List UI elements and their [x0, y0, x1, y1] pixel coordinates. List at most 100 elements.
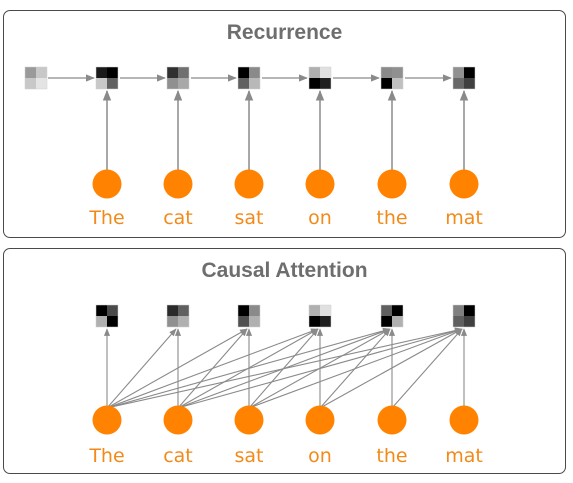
- recurrence-token-label-1: The: [88, 207, 124, 229]
- recurrence-token-label-2: cat: [163, 207, 193, 229]
- recurrence-state-1-outline: [95, 66, 119, 90]
- recurrence-state-4-outline: [308, 66, 332, 90]
- recurrence-state-3-cell-2: [249, 67, 260, 78]
- attention-token-node-3: [234, 405, 264, 435]
- attention-state-5-cell-3: [381, 316, 392, 327]
- attention-state-3-cell-3: [238, 316, 249, 327]
- recurrence-state-6-cell-1: [453, 67, 464, 78]
- recurrence-state-4: [308, 66, 332, 90]
- recurrence-state-1-cell-2: [107, 67, 118, 78]
- recurrence-token-node-5: [377, 169, 407, 199]
- recurrence-token-label-4: on: [308, 207, 332, 229]
- recurrence-state-5-outline: [380, 66, 404, 90]
- recurrence-title: Recurrence: [226, 21, 343, 44]
- attention-state-3-outline: [237, 304, 261, 328]
- attention-state-4-cell-4: [320, 316, 331, 327]
- recurrence-state-3-outline: [237, 66, 261, 90]
- attention-state-1-cell-4: [107, 316, 118, 327]
- attention-token-label-2: cat: [163, 445, 193, 467]
- attention-arrow-1-to-4: [106, 328, 319, 409]
- recurrence-state-2-cell-1: [167, 67, 178, 78]
- recurrence-state-2-outline: [166, 66, 190, 90]
- attention-state-2-cell-4: [178, 316, 189, 327]
- recurrence-token-label-3: sat: [235, 207, 264, 229]
- attention-token-label-1: The: [88, 445, 124, 467]
- recurrence-state-1-cell-3: [96, 78, 107, 89]
- recurrence-token-node-2: [163, 169, 193, 199]
- recurrence-state-2: [166, 66, 190, 90]
- recurrence-token-label-6: mat: [445, 207, 483, 229]
- recurrence-state-6-cell-3: [453, 78, 464, 89]
- recurrence-state-2-cell-4: [178, 78, 189, 89]
- attention-state-6-outline: [452, 304, 476, 328]
- recurrence-state-1: [95, 66, 119, 90]
- recurrence-token-node-1: [92, 169, 122, 199]
- recurrence-state-3: [237, 66, 261, 90]
- attention-token-node-6: [449, 405, 479, 435]
- attention-state-6-cell-2: [464, 305, 475, 316]
- attention-state-4-cell-1: [309, 305, 320, 316]
- attention-arrow-1-to-2: [106, 328, 177, 409]
- attention-state-2: [166, 304, 190, 328]
- recurrence-state-2-cell-3: [167, 78, 178, 89]
- attention-state-2-outline: [166, 304, 190, 328]
- attention-state-1: [95, 304, 119, 328]
- recurrence-initial-state-outline: [24, 66, 48, 90]
- recurrence-state-5: [380, 66, 404, 90]
- attention-state-3-cell-4: [249, 316, 260, 327]
- attention-state-1-outline: [95, 304, 119, 328]
- attention-state-2-cell-1: [167, 305, 178, 316]
- attention-arrow-4-to-6: [319, 328, 463, 409]
- recurrence-panel: Recurrence The cat sat on the mat: [3, 10, 566, 238]
- recurrence-token-node-3: [234, 169, 264, 199]
- attention-state-6-cell-3: [453, 316, 464, 327]
- attention-arrow-5-to-6: [391, 328, 463, 409]
- recurrence-state-5-cell-1: [381, 67, 392, 78]
- recurrence-token-label-5: the: [376, 207, 407, 229]
- recurrence-token-node-4: [305, 169, 335, 199]
- attention-state-2-cell-2: [178, 305, 189, 316]
- attention-token-node-2: [163, 405, 193, 435]
- recurrence-state-5-cell-2: [392, 67, 403, 78]
- attention-state-1-cell-1: [96, 305, 107, 316]
- recurrence-initial-state-cell-1: [25, 67, 36, 78]
- attention-state-6-cell-4: [464, 316, 475, 327]
- recurrence-initial-state: [24, 66, 48, 90]
- attention-state-3: [237, 304, 261, 328]
- recurrence-initial-state-cell-4: [36, 78, 47, 89]
- recurrence-state-6: [452, 66, 476, 90]
- attention-state-1-cell-2: [107, 305, 118, 316]
- recurrence-state-1-cell-1: [96, 67, 107, 78]
- causal-attention-title: Causal Attention: [201, 259, 368, 282]
- attention-arrow-2-to-6: [177, 327, 463, 409]
- attention-state-5-cell-4: [392, 316, 403, 327]
- recurrence-state-3-cell-4: [249, 78, 260, 89]
- attention-token-node-1: [92, 405, 122, 435]
- recurrence-state-5-cell-3: [381, 78, 392, 89]
- attention-state-5-outline: [380, 304, 404, 328]
- attention-arrow-3-to-6: [248, 328, 463, 409]
- recurrence-state-6-outline: [452, 66, 476, 90]
- attention-state-4-outline: [308, 304, 332, 328]
- recurrence-state-4-cell-2: [320, 67, 331, 78]
- attention-state-5: [380, 304, 404, 328]
- recurrence-initial-state-cell-2: [36, 67, 47, 78]
- recurrence-initial-state-cell-3: [25, 78, 36, 89]
- attention-token-node-5: [377, 405, 407, 435]
- recurrence-state-6-cell-4: [464, 78, 475, 89]
- recurrence-state-5-cell-4: [392, 78, 403, 89]
- attention-token-label-5: the: [376, 445, 407, 467]
- recurrence-state-2-cell-2: [178, 67, 189, 78]
- attention-token-node-4: [305, 405, 335, 435]
- attention-arrow-1-to-5: [106, 327, 391, 409]
- attention-arrow-1-to-3: [106, 328, 248, 409]
- attention-state-4-cell-3: [309, 316, 320, 327]
- recurrence-state-4-cell-3: [309, 78, 320, 89]
- attention-state-3-cell-2: [249, 305, 260, 316]
- recurrence-state-3-cell-3: [238, 78, 249, 89]
- recurrence-state-1-cell-4: [107, 78, 118, 89]
- attention-state-4: [308, 304, 332, 328]
- attention-state-4-cell-2: [320, 305, 331, 316]
